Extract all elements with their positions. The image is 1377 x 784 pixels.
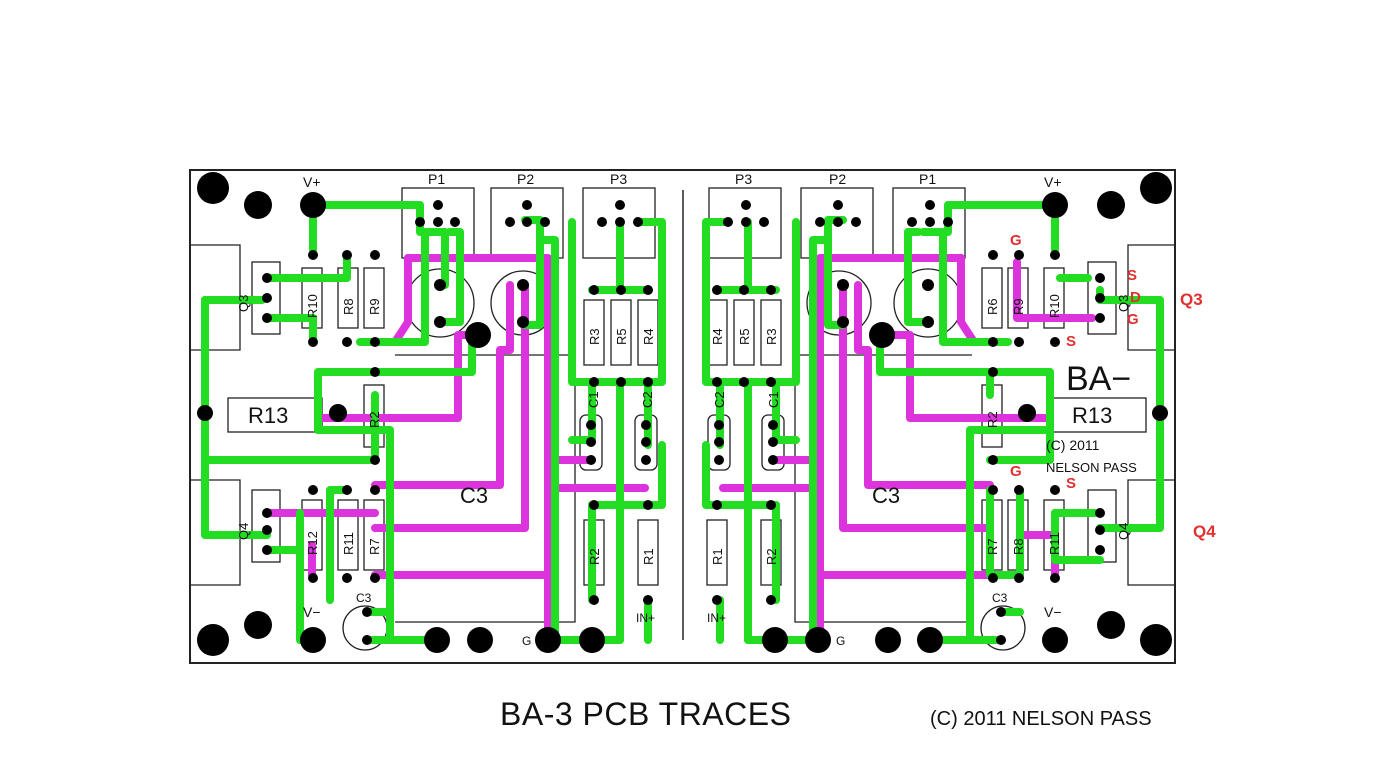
- pot-label: P3: [735, 171, 752, 187]
- solder-pads: [197, 192, 1168, 653]
- resistor-label: R10: [305, 294, 320, 318]
- cap-label: C2: [640, 391, 655, 408]
- board-note: (C) 2011: [1046, 437, 1100, 453]
- resistor-label: R6: [985, 298, 1000, 315]
- board-note: NELSON PASS: [1046, 460, 1137, 475]
- resistor-label: R9: [1011, 298, 1026, 315]
- q3-annotation: Q3: [1180, 290, 1203, 309]
- rail-label: V−: [303, 604, 321, 620]
- rail-label: V+: [303, 174, 321, 190]
- cap-label: C2: [712, 391, 727, 408]
- mosfet-label: Q3: [1116, 295, 1131, 312]
- input-label: IN+: [707, 611, 726, 625]
- resistor-label: R7: [367, 538, 382, 555]
- drain-annotation: D: [1130, 289, 1141, 306]
- source-annotation: S: [1066, 333, 1076, 350]
- resistor-label: R8: [1011, 538, 1026, 555]
- resistor-label: R3: [587, 328, 602, 345]
- rail-label: V−: [1044, 604, 1062, 620]
- mounting-holes: [197, 172, 1172, 656]
- gate-annotation: G: [1127, 311, 1139, 328]
- c3-small-label: C3: [356, 591, 372, 605]
- resistor-label: R2: [587, 548, 602, 565]
- resistor-label: R12: [305, 531, 320, 555]
- gnd-label: G: [522, 634, 531, 648]
- copyright-notice: (C) 2011 NELSON PASS: [930, 708, 1152, 730]
- pin-annotations: G S D G S G S: [1010, 232, 1141, 492]
- resistor-label: R10: [1047, 294, 1062, 318]
- pot-label: P3: [610, 171, 627, 187]
- resistor-label: R11: [341, 532, 356, 555]
- input-label: IN+: [636, 611, 655, 625]
- resistor-label: R11: [1047, 532, 1062, 555]
- resistor-label: R1: [641, 548, 656, 565]
- rail-label: V+: [1044, 174, 1062, 190]
- gnd-label: G: [836, 634, 845, 648]
- resistor-label: R4: [710, 328, 725, 345]
- top-layer-traces: [201, 201, 1164, 644]
- resistor-label: R9: [367, 298, 382, 315]
- resistor-label: R8: [341, 298, 356, 315]
- pot-label: P1: [919, 171, 936, 187]
- resistor-label: R5: [737, 328, 752, 345]
- resistor-label: R1: [710, 548, 725, 565]
- mosfet-label: Q3: [236, 295, 251, 312]
- gate-annotation: G: [1010, 232, 1022, 249]
- source-annotation: S: [1127, 267, 1137, 284]
- mosfet-label: Q4: [1116, 523, 1131, 540]
- r13-label: R13: [1072, 403, 1112, 428]
- c3-label: C3: [872, 483, 900, 508]
- pot-label: P2: [829, 171, 846, 187]
- resistor-label: R3: [764, 328, 779, 345]
- q4-annotation: Q4: [1193, 522, 1216, 541]
- pot-label: P2: [517, 171, 534, 187]
- pot-label: P1: [428, 171, 445, 187]
- board-badge: BA−: [1066, 360, 1131, 398]
- resistor-label: R2: [985, 411, 1000, 428]
- gate-annotation: G: [1010, 463, 1022, 480]
- source-annotation: S: [1066, 475, 1076, 492]
- mosfet-label: Q4: [236, 523, 251, 540]
- resistor-label: R7: [985, 538, 1000, 555]
- silkscreen-labels: P1 P2 P3 P3 P2 P1 V+ V+ V− V− R13 R13 C3…: [248, 171, 1137, 648]
- resistor-label: R5: [614, 328, 629, 345]
- cap-label: C1: [586, 391, 601, 408]
- c3-small-label: C3: [992, 591, 1008, 605]
- r13-label: R13: [248, 403, 288, 428]
- c3-label: C3: [460, 483, 488, 508]
- diagram-title: BA-3 PCB TRACES: [500, 696, 792, 732]
- cap-label: C1: [766, 391, 781, 408]
- resistor-label: R2: [764, 548, 779, 565]
- component-labels: R10 R8 R9 R3 R5 R4 R2 R1 R2 R12 R11 R7 R…: [236, 294, 1131, 565]
- resistor-label: R4: [641, 328, 656, 345]
- resistor-label: R2: [367, 411, 382, 428]
